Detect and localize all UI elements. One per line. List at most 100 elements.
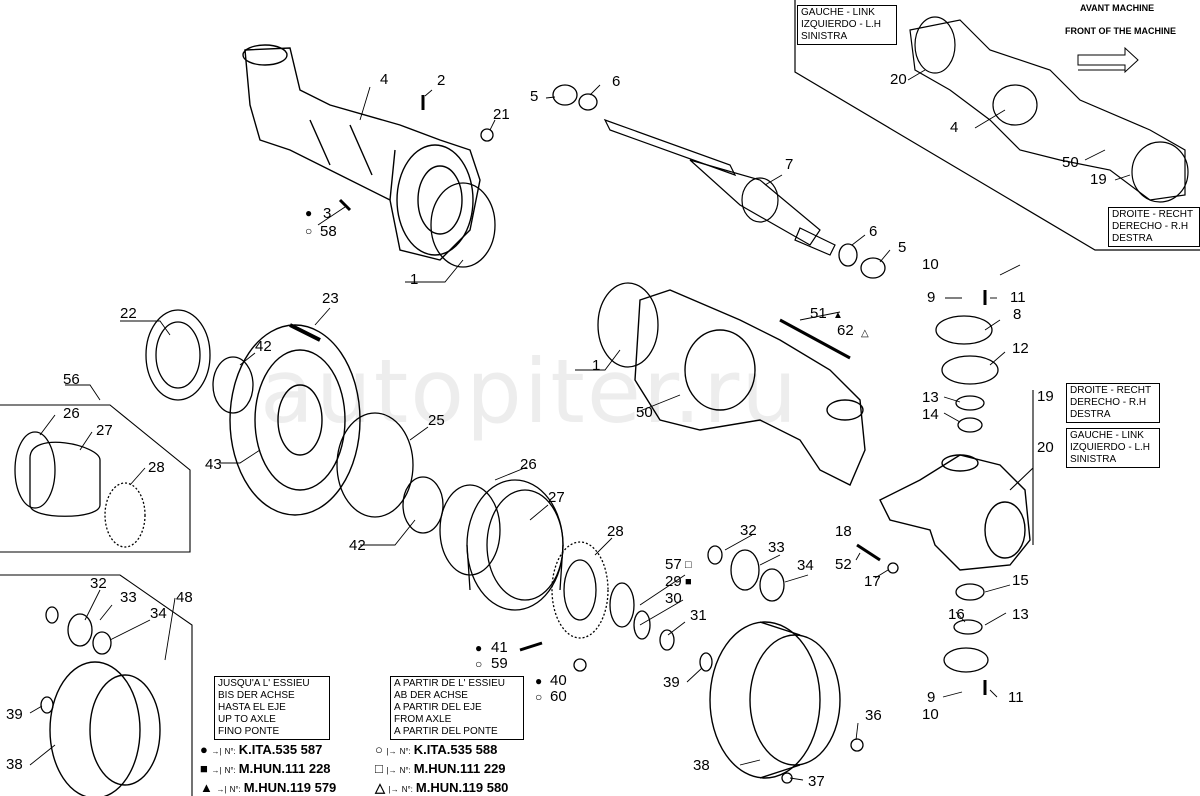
callout-27: 27	[548, 489, 565, 506]
callout-2: 2	[437, 72, 446, 89]
callout-5: 5	[530, 88, 539, 105]
callout-1: 1	[410, 271, 419, 288]
seal-22-inner	[155, 321, 201, 389]
leader-lines	[29, 69, 1131, 781]
callout-30: 30	[665, 590, 682, 607]
screw-36	[850, 738, 864, 752]
callout-17: 17	[864, 573, 881, 590]
plug-40	[573, 658, 587, 672]
marker-open-triangle: △	[861, 328, 869, 339]
marker-open-circle: ○	[535, 690, 543, 704]
callout-25: 25	[428, 412, 445, 429]
callout-20: 20	[1037, 439, 1054, 456]
callout-38: 38	[693, 757, 710, 774]
seal-42-lower	[402, 476, 444, 534]
callout-48: 48	[176, 589, 193, 606]
callout-34: 34	[150, 605, 167, 622]
callout-34: 34	[797, 557, 814, 574]
callout-11: 11	[1008, 689, 1024, 706]
bushing	[552, 84, 578, 106]
callout-19: 19	[1037, 388, 1054, 405]
watermark: autopiter.ru	[260, 340, 800, 443]
seal	[578, 93, 598, 111]
bearing-34	[759, 568, 785, 602]
kingpin-plate-lower	[943, 647, 989, 673]
side-box-left-top: GAUCHE - LINK IZQUIERDO - L.H SINISTRA	[797, 5, 897, 45]
bearing-14	[957, 417, 983, 433]
marker-filled-triangle: ▲	[833, 310, 843, 321]
callout-28: 28	[607, 523, 624, 540]
nut-17	[887, 562, 899, 574]
gear-28-detail	[104, 482, 146, 548]
legend-ref-3: ▲ →|N°:M.HUN.119 579	[200, 780, 337, 795]
callout-14: 14	[922, 406, 939, 423]
callout-33: 33	[120, 589, 137, 606]
callout-7: 7	[785, 156, 794, 173]
callout-59: 59	[491, 655, 508, 672]
axle-housing-part	[242, 44, 481, 261]
callout-6: 6	[869, 223, 878, 240]
washer-29	[609, 582, 635, 628]
seal-42	[212, 356, 254, 414]
kingpin-plate-8	[935, 315, 993, 345]
marker-open-circle: ○	[475, 657, 483, 671]
gear-28	[551, 541, 609, 639]
callout-58: 58	[320, 223, 337, 240]
side-box-right-top: DROITE - RECHT DERECHO - R.H DESTRA	[1108, 207, 1200, 247]
planet-carrier-detail	[49, 661, 161, 796]
marker-filled-square: ■	[685, 576, 692, 588]
callout-3: 3	[323, 205, 332, 222]
gasket-12	[941, 355, 999, 385]
o-ring	[430, 182, 496, 268]
side-box-right-mid: DROITE - RECHT DERECHO - R.H DESTRA	[1066, 383, 1160, 423]
callout-20: 20	[890, 71, 907, 88]
callout-19: 19	[1090, 171, 1107, 188]
callout-42: 42	[255, 338, 272, 355]
callout-10: 10	[922, 706, 939, 723]
front-machine-label: FRONT OF THE MACHINE	[1065, 26, 1176, 36]
callout-50: 50	[636, 404, 653, 421]
callout-27: 27	[96, 422, 113, 439]
washer-39-detail	[40, 696, 54, 714]
callout-16: 16	[948, 606, 965, 623]
callout-36: 36	[865, 707, 882, 724]
callout-50: 50	[1062, 154, 1079, 171]
callout-13: 13	[922, 389, 939, 406]
callout-42: 42	[349, 537, 366, 554]
bolt-51	[779, 318, 851, 360]
drive-shaft	[603, 118, 836, 256]
washer-39	[699, 652, 713, 672]
legend-ref-1: ● →|N°:K.ITA.535 587	[200, 742, 323, 757]
callout-12: 12	[1012, 340, 1029, 357]
planet-carrier	[709, 621, 841, 779]
washer-30	[633, 610, 651, 640]
callout-15: 15	[1012, 572, 1029, 589]
swivel-housing	[634, 289, 866, 486]
callout-26: 26	[63, 405, 80, 422]
bolt-23	[289, 323, 321, 342]
o-ring-25	[336, 412, 414, 518]
callout-9: 9	[927, 289, 936, 306]
callout-23: 23	[322, 290, 339, 307]
seal-13	[955, 395, 985, 411]
side-box-left-mid: GAUCHE - LINK IZQUIERDO - L.H SINISTRA	[1066, 428, 1160, 468]
snap-ring-26	[439, 484, 501, 576]
callout-39: 39	[6, 706, 23, 723]
bolt-18	[856, 543, 881, 562]
callout-43: 43	[205, 456, 222, 473]
inset-frame	[794, 0, 1200, 251]
callout-29: 29	[665, 573, 682, 590]
callout-4: 4	[950, 119, 959, 136]
legend-ref-2: ■ →|N°:M.HUN.111 228	[200, 761, 331, 776]
marker-open-square: □	[685, 559, 692, 571]
callout-56: 56	[63, 371, 80, 388]
callout-37: 37	[808, 773, 825, 790]
ring-31	[659, 629, 675, 651]
gear-33	[730, 549, 760, 591]
hub-carrier	[229, 324, 361, 516]
callout-62: 62	[837, 322, 854, 339]
callout-4: 4	[380, 71, 389, 88]
legend-ref-6: △ |→N°:M.HUN.119 580	[375, 780, 509, 795]
callout-33: 33	[768, 539, 785, 556]
